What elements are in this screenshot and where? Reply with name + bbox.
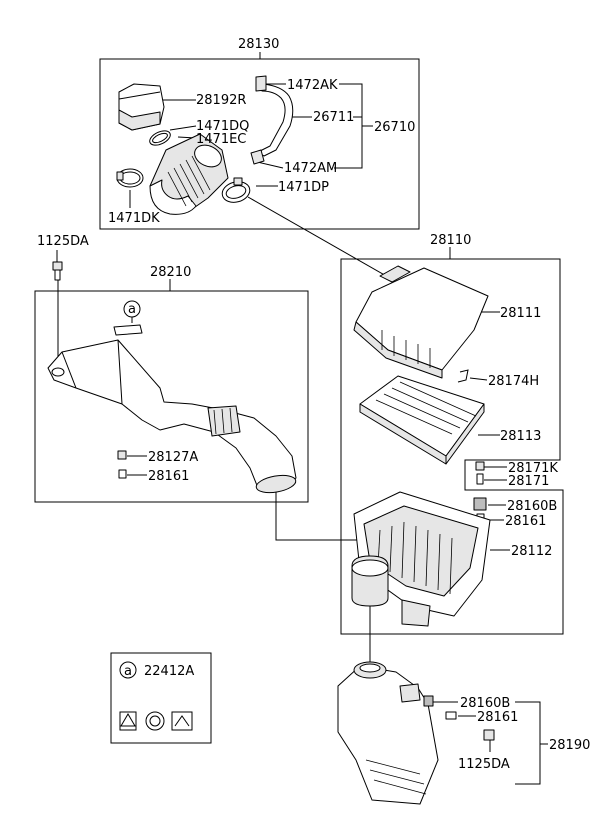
label-bolt-left: 1125DA	[37, 234, 89, 249]
warning-icon-triangle	[119, 711, 137, 731]
clamp-left-part	[116, 168, 144, 188]
label-cover-upper: 28111	[500, 306, 541, 321]
label-hose-clip-top: 1472AK	[287, 78, 338, 93]
label-bolt-bottom: 1125DA	[458, 757, 510, 772]
upper-cover-part	[353, 265, 489, 379]
clamp-right-part	[221, 177, 251, 203]
small-cover-part	[118, 83, 165, 131]
duct-clip-part	[117, 450, 127, 479]
label-clamp-left: 1471DK	[108, 211, 160, 226]
lower-body-part	[351, 491, 491, 627]
label-duct-group: 28210	[150, 265, 191, 280]
label-insulator-b: 28161	[477, 710, 518, 725]
label-clamp-right: 1471DP	[278, 180, 329, 195]
label-insulator-a: 28161	[505, 514, 546, 529]
resonator-part	[337, 661, 439, 805]
air-duct-part	[47, 339, 297, 494]
label-hose-clip-bottom: 1472AM	[284, 161, 337, 176]
label-clip: 28174H	[488, 374, 539, 389]
breather-hose-part	[250, 75, 294, 165]
group-box-duct	[34, 290, 309, 503]
duct-marker	[123, 300, 141, 318]
warning-icon-hand	[171, 711, 193, 731]
label-cover-small: 28192R	[196, 93, 246, 108]
leader-lines	[56, 52, 548, 785]
label-clamp-b: 1471EC	[196, 132, 246, 147]
label-grommet-a: 28160B	[507, 499, 557, 514]
mount-hardware-part	[473, 461, 487, 525]
resonator-hardware-part	[423, 695, 495, 741]
ref-label-box	[110, 652, 212, 744]
bolt-left-part	[52, 261, 63, 281]
label-clamp-a: 1471DQ	[196, 119, 249, 134]
ref-marker-circle	[119, 661, 137, 679]
duct-label-patch	[113, 324, 143, 336]
label-group-top: 28130	[238, 37, 279, 52]
label-hose-assy: 26710	[374, 120, 415, 135]
label-duct-clip: 28127A	[148, 450, 198, 465]
label-mount-stud: 28171	[508, 474, 549, 489]
label-resonator: 28190	[549, 738, 590, 753]
clip-part	[457, 369, 469, 383]
label-group-right: 28110	[430, 233, 471, 248]
label-filter: 28113	[500, 429, 541, 444]
label-body-lower: 28112	[511, 544, 552, 559]
label-grommet-b: 28160B	[460, 696, 510, 711]
warning-icon-circle	[145, 711, 165, 731]
label-duct-insulator: 28161	[148, 469, 189, 484]
label-ref-part: 22412A	[144, 664, 194, 679]
group-box-right	[340, 258, 564, 635]
intake-hose-part	[149, 133, 229, 215]
clamp-small-part	[149, 130, 171, 146]
filter-part	[359, 375, 485, 465]
label-hose: 26711	[313, 110, 354, 125]
label-duct-marker: a	[128, 302, 136, 317]
label-mount-bolt: 28171K	[508, 461, 558, 476]
label-ref-marker: a	[124, 664, 132, 679]
